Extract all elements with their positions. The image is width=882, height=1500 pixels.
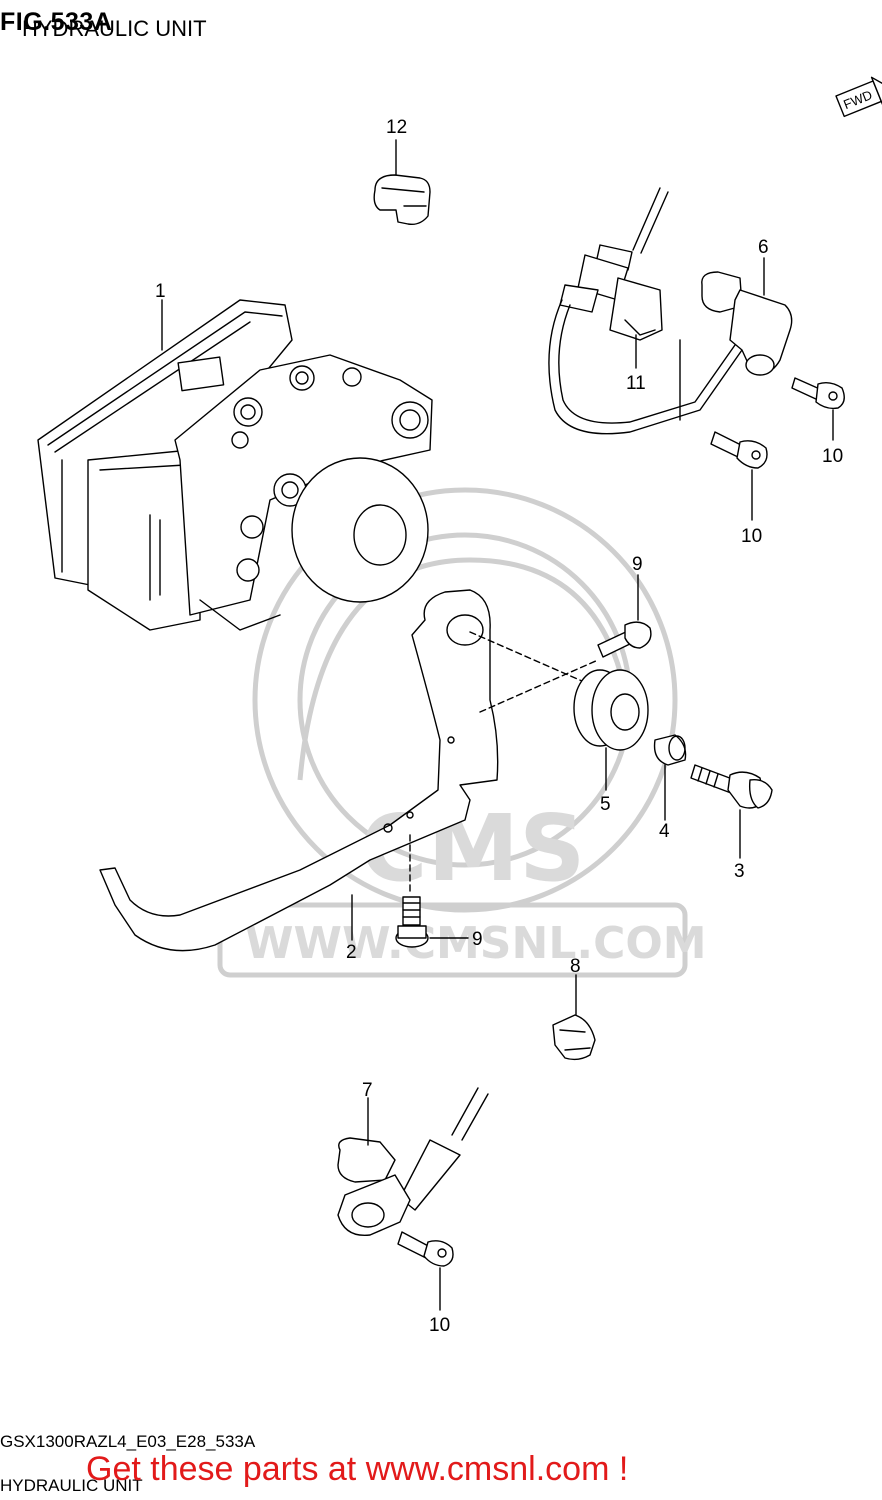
part-9-bolt-b <box>395 896 429 948</box>
part-3-bolt <box>690 764 773 809</box>
callout-6: 6 <box>758 237 769 258</box>
part-10-bolt-b <box>710 431 768 469</box>
diagram-name: HYDRAULIC UNIT <box>0 1476 143 1495</box>
part-10-bolt-c <box>397 1231 454 1267</box>
part-7-rear-sensor <box>337 1087 489 1237</box>
callout-1: 1 <box>155 281 166 302</box>
part-9-guide-line <box>469 631 599 689</box>
callout-4: 4 <box>659 821 670 842</box>
part-8-clamp <box>552 1014 596 1061</box>
part-12-clamp <box>373 174 431 226</box>
part-5-guide-line <box>479 659 599 713</box>
fwd-badge: FWD <box>835 76 882 118</box>
callout-5: 5 <box>600 794 611 815</box>
callout-2: 2 <box>346 942 357 963</box>
callout-7: 7 <box>362 1080 373 1101</box>
watermark-url: WWW.CMSNL.COM <box>245 918 707 969</box>
callout-12: 12 <box>386 117 407 138</box>
callout-8: 8 <box>570 956 581 977</box>
part-10-bolt-a <box>791 377 845 410</box>
callout-9-a: 9 <box>632 554 643 575</box>
figure-title: HYDRAULIC UNIT <box>22 16 207 41</box>
callout-3: 3 <box>734 861 745 882</box>
part-2-bracket <box>99 589 499 952</box>
part-5-grommet <box>573 669 649 751</box>
part-9-bolt-a <box>597 621 652 658</box>
callout-9-b: 9 <box>472 929 483 950</box>
promo-link[interactable]: Get these parts at www.cmsnl.com ! <box>86 1450 629 1488</box>
callout-11: 11 <box>626 373 646 394</box>
leader-lines <box>161 139 834 1311</box>
callout-10-b: 10 <box>741 526 762 547</box>
part-1-hydraulic-unit <box>37 299 433 631</box>
diagram-code: GSX1300RAZL4_E03_E28_533A <box>0 1432 256 1451</box>
part-4-collar <box>653 734 687 766</box>
part-6-11-front-sensor <box>548 187 793 435</box>
figure-number: FIG.533A <box>0 8 113 36</box>
callout-10-a: 10 <box>822 446 843 467</box>
callout-10-c: 10 <box>429 1315 450 1336</box>
